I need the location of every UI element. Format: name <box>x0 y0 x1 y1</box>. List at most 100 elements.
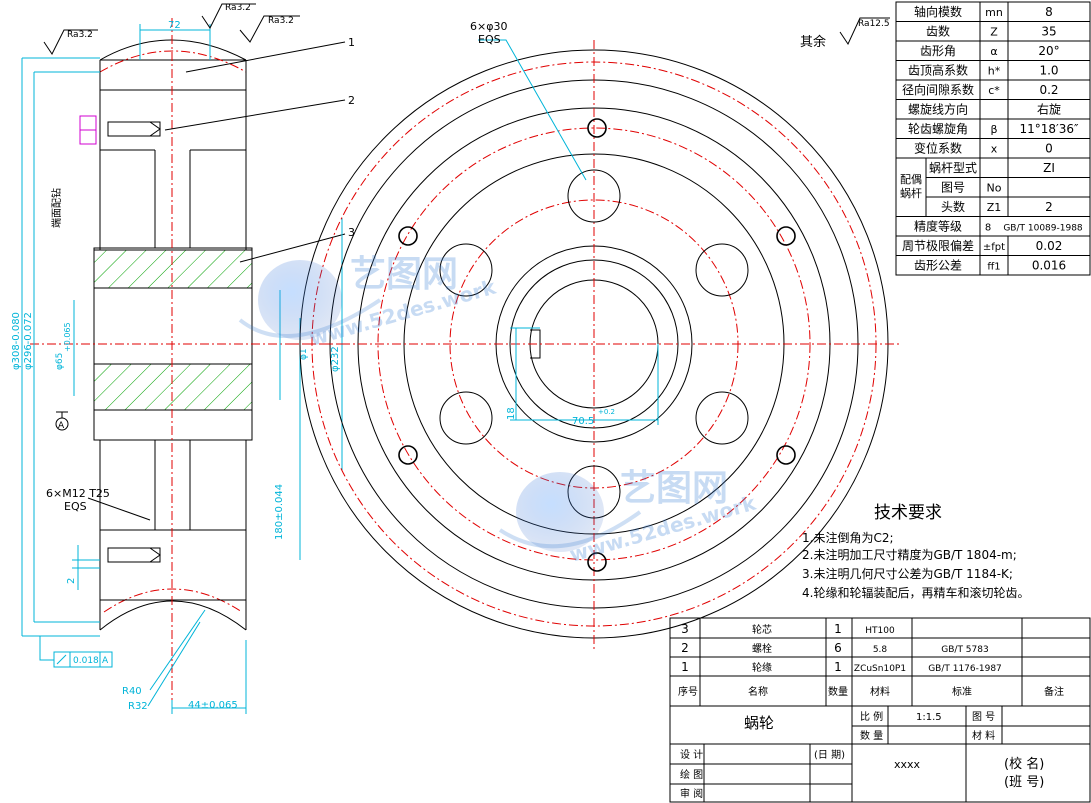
mating-name-2: 头数 <box>941 199 965 214</box>
watermark-2: 艺图网 www.52des.work <box>498 468 759 567</box>
mating-symbol-1: No <box>987 182 1002 195</box>
screw-note: 6×M12 T25 <box>46 487 110 500</box>
dim-d232: φ232 <box>330 346 341 372</box>
bom-name-0: 轮芯 <box>752 623 772 636</box>
tail-value-1: 0.02 <box>1036 239 1063 253</box>
param-value-6: 11°18′36″ <box>1019 122 1079 136</box>
bom-standard-1: GB/T 5783 <box>941 645 988 655</box>
dim-72: 72 <box>168 20 181 31</box>
drawing-no-label: 图 号 <box>972 711 995 723</box>
tail-symbol-2: ff1 <box>987 262 1000 273</box>
dim-d296: φ296-0.072 <box>23 312 34 370</box>
mating-symbol-2: Z1 <box>987 201 1002 214</box>
param-symbol-1: Z <box>990 26 998 39</box>
param-symbol-2: α <box>990 45 997 58</box>
dim-70-tol: +0.2 <box>598 408 615 416</box>
param-value-5: 右旋 <box>1037 102 1061 117</box>
xxxx-label: xxxx <box>894 758 921 771</box>
bom-header-material: 材料 <box>870 685 890 698</box>
check-label: 审 阅 <box>680 787 703 800</box>
tolerance-value: 0.018 <box>73 656 99 666</box>
dim-r40: R40 <box>122 686 142 697</box>
param-symbol-4: c* <box>988 84 1000 97</box>
leader-2-label: 2 <box>348 94 355 107</box>
dim-180: 180±0.044 <box>274 484 285 540</box>
vertical-note: 端面配钻 <box>50 188 63 228</box>
design-label: 设 计 <box>680 748 703 761</box>
param-name-4: 径向间隙系数 <box>902 82 974 97</box>
bom-qty-1: 6 <box>834 641 842 655</box>
bom-no-0: 3 <box>681 622 689 636</box>
tech-item-3: 3.未注明几何尺寸公差为GB/T 1184-K; <box>802 566 1013 581</box>
class-label: (班 号) <box>1004 775 1044 790</box>
tail-name-0: 精度等级 <box>914 219 962 234</box>
bom-header-qty: 数量 <box>828 685 848 698</box>
param-name-7: 变位系数 <box>914 141 962 156</box>
leader-1-label: 1 <box>348 36 355 49</box>
bom-no-1: 2 <box>681 641 689 655</box>
bom-standard-2: GB/T 1176-1987 <box>928 664 1002 674</box>
mating-name-0: 蜗杆型式 <box>929 160 977 175</box>
roughness-rest: 其余 Ra12.5 <box>800 17 890 50</box>
scale-value: 1:1.5 <box>916 712 942 723</box>
tail-value-0: GB/T 10089-1988 <box>1003 224 1083 234</box>
dim-d65-tol: +0.065 <box>63 322 72 352</box>
bom-header-no: 序号 <box>678 685 698 698</box>
material-label: 材 料 <box>972 729 995 742</box>
tolerance-datum: A <box>102 656 109 666</box>
hole-eqs: EQS <box>478 33 501 46</box>
bom-qty-0: 1 <box>834 622 842 636</box>
dim-r32: R32 <box>128 701 148 712</box>
param-symbol-6: β <box>990 123 997 136</box>
param-value-4: 0.2 <box>1039 83 1058 97</box>
roughness-symbol-3: Ra3.2 <box>239 15 300 43</box>
bom-material-1: 5.8 <box>873 645 888 655</box>
svg-text:Ra3.2: Ra3.2 <box>67 30 93 40</box>
tech-title: 技术要求 <box>874 503 942 523</box>
tail-name-2: 齿形公差 <box>914 259 962 273</box>
dim-d65: φ65 <box>55 353 65 370</box>
date-label: (日 期) <box>814 749 845 761</box>
dim-18: 18 <box>506 407 517 420</box>
bom-name-2: 轮缘 <box>752 661 772 674</box>
param-value-7: 0 <box>1045 142 1053 156</box>
param-symbol-3: h* <box>988 65 1001 78</box>
qty-label: 数 量 <box>860 729 883 742</box>
dim-44: 44±0.065 <box>188 700 238 711</box>
param-name-1: 齿数 <box>926 24 950 39</box>
param-name-5: 螺旋线方向 <box>908 102 968 117</box>
bom-material-0: HT100 <box>865 626 895 636</box>
svg-text:其余: 其余 <box>800 34 826 50</box>
roughness-symbol-2: Ra3.2 <box>201 3 256 29</box>
bom-qty-2: 1 <box>834 660 842 674</box>
param-value-3: 1.0 <box>1039 64 1058 78</box>
leader-3-label: 3 <box>348 226 355 239</box>
param-name-0: 轴向模数 <box>914 4 962 19</box>
roughness-symbol-1: Ra3.2 <box>43 29 98 55</box>
param-value-0: 8 <box>1045 5 1053 19</box>
mating-value-0: ZI <box>1043 161 1055 175</box>
tail-name-1: 周节极限偏差 <box>902 238 974 253</box>
mating-value-2: 2 <box>1045 200 1053 214</box>
hole-note: 6×φ30 <box>470 20 507 33</box>
mating-name-1: 图号 <box>941 181 965 195</box>
param-symbol-7: x <box>991 143 998 156</box>
tech-item-4: 4.轮缘和轮辐装配后，再精车和滚切轮齿。 <box>802 585 1029 600</box>
svg-text:Ra3.2: Ra3.2 <box>225 3 251 13</box>
front-view: 6×φ30 EQS 18 70.5 +0.2 其余 Ra12.5 <box>290 17 900 650</box>
screw-eqs: EQS <box>64 500 87 513</box>
draw-label: 绘 图 <box>680 768 703 781</box>
tail-value-2: 0.016 <box>1032 259 1066 273</box>
part-name: 蜗轮 <box>744 714 774 732</box>
watermark-cn: 艺图网 <box>350 254 458 295</box>
mating-group-label: 配偶蜗杆 <box>900 173 922 200</box>
school-label: (校 名) <box>1004 756 1044 772</box>
svg-text:Ra3.2: Ra3.2 <box>268 16 294 26</box>
bom-header-name: 名称 <box>748 685 768 698</box>
technical-requirements: 技术要求 1.未注倒角为C2; 2.未注明加工尺寸精度为GB/T 1804-m;… <box>802 503 1029 600</box>
param-value-2: 20° <box>1038 44 1059 58</box>
datum-a: A <box>58 421 65 431</box>
